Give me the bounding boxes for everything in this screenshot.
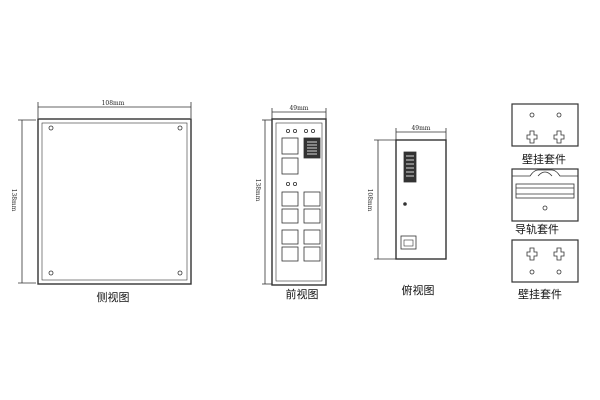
rail-clip [512, 169, 578, 177]
front-height-label: 138mm [254, 179, 261, 202]
rj45-port-icon [281, 246, 299, 262]
front-view [262, 108, 327, 286]
side-height-label: 138mm [10, 189, 17, 212]
console-port-inner [403, 239, 414, 247]
top-height-label: 108mm [366, 189, 373, 212]
screw-hole-icon [556, 269, 562, 275]
led-icon [292, 181, 297, 186]
rail-plate [511, 168, 579, 222]
screw-hole-icon [542, 205, 548, 211]
led-icon [303, 128, 308, 133]
sfp-port-icon [281, 157, 299, 175]
rj45-port-icon [281, 208, 299, 224]
console-port-icon [400, 235, 417, 250]
rail-channel [515, 183, 575, 199]
front-width-label: 49mm [289, 105, 308, 112]
side-body-inner [41, 122, 188, 281]
led-icon [292, 128, 297, 133]
cross-slot-icon [553, 130, 565, 144]
front-body-outer [271, 118, 327, 286]
rail-hook-icon [537, 171, 553, 177]
wall-plate [511, 239, 579, 283]
rj45-port-icon [303, 229, 321, 245]
cross-slot-icon [553, 247, 565, 261]
screw-icon [48, 270, 54, 276]
screw-hole-icon [556, 112, 562, 118]
side-body-outer [37, 118, 192, 285]
screw-icon [177, 270, 183, 276]
din-rail-kit-caption: 导轨套件 [515, 222, 559, 236]
rj45-port-icon [281, 191, 299, 207]
rj45-port-icon [303, 208, 321, 224]
side-view [18, 102, 192, 285]
wall-mount-kit-1-caption: 壁挂套件 [522, 152, 566, 166]
screw-icon [177, 125, 183, 131]
dip-switch-icon [403, 151, 417, 183]
led-icon [285, 128, 290, 133]
top-view [374, 128, 447, 260]
sfp-port-icon [281, 137, 299, 155]
cross-slot-icon [526, 247, 538, 261]
side-width-label: 108mm [102, 100, 125, 107]
top-body-outer [395, 139, 447, 260]
screw-hole-icon [529, 269, 535, 275]
top-width-label: 49mm [411, 125, 430, 132]
reset-button-icon [403, 202, 407, 206]
front-view-caption: 前视图 [286, 287, 319, 301]
rj45-port-grid [281, 191, 321, 262]
wall-mount-kit-2 [511, 239, 579, 283]
wall-mount-kit-2-caption: 壁挂套件 [518, 287, 562, 301]
side-view-caption: 侧视图 [97, 290, 130, 304]
din-rail-kit [511, 168, 579, 222]
screw-icon [48, 125, 54, 131]
led-icon [285, 181, 290, 186]
top-view-caption: 俯视图 [402, 283, 435, 297]
led-icon [310, 128, 315, 133]
wall-plate [511, 103, 579, 147]
wall-mount-kit-1 [511, 103, 579, 147]
cross-slot-icon [526, 130, 538, 144]
rj45-port-icon [303, 246, 321, 262]
rj45-port-icon [281, 229, 299, 245]
screw-hole-icon [529, 112, 535, 118]
rj45-port-icon [303, 191, 321, 207]
front-body-inner [275, 122, 323, 282]
